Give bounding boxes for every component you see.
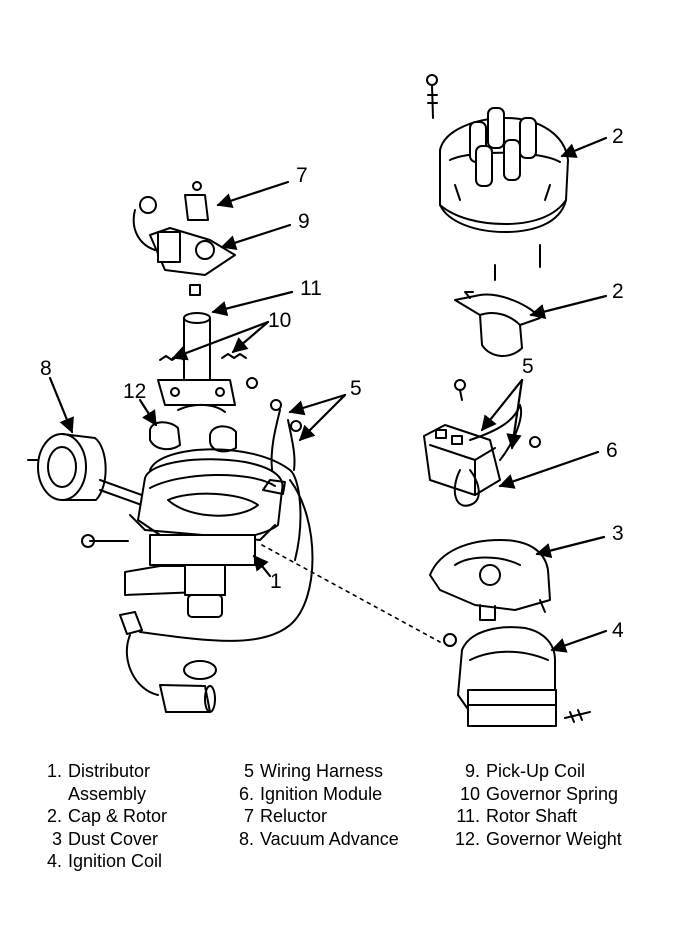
legend-item-11: 11. Rotor Shaft [450, 805, 622, 828]
ignition-module-illustration [423, 379, 541, 507]
legend-label: Ignition Module [260, 783, 383, 804]
legend-item-12: 12. Governor Weight [450, 828, 622, 851]
rotor-illustration [454, 291, 541, 357]
legend-number: 4. [46, 851, 62, 871]
legend-item-8: 8. Vacuum Advance [238, 828, 399, 851]
dust-cover-illustration [429, 539, 551, 621]
callout-7: 7 [296, 164, 308, 187]
wiring-harness-illustration [119, 399, 314, 713]
legend-number: 10 [459, 783, 480, 804]
legend-column-2: 5 Wiring Harness 6. Ignition Module 7 Reluc… [238, 760, 399, 850]
vacuum-advance-illustration [27, 433, 151, 509]
callout-8: 8 [40, 357, 52, 380]
legend-item-4: 4. Ignition Coil [42, 850, 167, 873]
legend-label: Reluctor [260, 806, 328, 826]
legend-column-3: 9. Pick-Up Coil 10 Governor Spring 11. Roto… [450, 760, 622, 850]
callout-9: 9 [298, 210, 310, 233]
rotor-shaft-illustration [157, 312, 236, 413]
callout-10: 10 [268, 309, 291, 332]
legend-number: 3 [51, 828, 62, 849]
legend-item-2: 2. Cap & Rotor [42, 805, 167, 828]
callout-12: 12 [123, 380, 146, 403]
ignition-coil-illustration [443, 626, 591, 727]
legend-number: 8. [238, 828, 254, 849]
legend-label: Ignition Coil [68, 851, 163, 871]
legend-item-9: 9. Pick-Up Coil [450, 760, 622, 783]
callout-4: 4 [612, 619, 624, 642]
legend-item-3: 3 Dust Cover [42, 828, 167, 851]
legend-label: Wiring Harness [260, 761, 384, 781]
callout-6: 6 [606, 439, 618, 462]
legend-label: Dust Cover [68, 828, 159, 849]
callout-5-left: 5 [350, 377, 362, 400]
legend-number: 2. [46, 806, 62, 826]
legend-label: Governor Weight [486, 828, 622, 849]
legend-column-1: 1. Distributor Assembly 2. Cap & Rotor 3 Du… [42, 760, 167, 873]
pickup-coil-illustration [132, 181, 236, 296]
legend-item-1: 1. Distributor Assembly [42, 760, 167, 805]
legend-item-5: 5 Wiring Harness [238, 760, 399, 783]
legend-label-continued: Assembly [68, 783, 147, 804]
legend-label: Governor Spring [486, 783, 619, 804]
legend-number: 1. [46, 761, 62, 781]
distributor-housing-illustration [81, 448, 302, 618]
legend-number: 9. [464, 761, 480, 781]
governor-parts-illustration [149, 353, 258, 453]
legend-item-6: 6. Ignition Module [238, 783, 399, 806]
legend-number: 11. [456, 806, 480, 826]
legend-number: 6. [238, 783, 254, 804]
callout-1: 1 [270, 570, 282, 593]
callout-2-rotor: 2 [612, 280, 624, 303]
callout-5-right: 5 [522, 355, 534, 378]
legend-number: 7 [243, 806, 254, 826]
callout-3: 3 [612, 522, 624, 545]
legend-item-7: 7 Reluctor [238, 805, 399, 828]
distributor-cap-illustration [426, 74, 569, 281]
legend-item-10: 10 Governor Spring [450, 783, 622, 806]
legend-label: Distributor [68, 761, 151, 781]
callout-numbers: 7 9 11 10 8 12 5 1 2 2 5 6 3 4 [40, 125, 624, 642]
legend-label: Pick-Up Coil [486, 761, 586, 781]
legend-label: Cap & Rotor [68, 806, 168, 826]
legend-number: 12. [454, 828, 480, 849]
legend-label: Vacuum Advance [260, 828, 399, 849]
callout-11: 11 [300, 277, 322, 300]
legend-number: 5 [243, 761, 254, 781]
assembly-dashed-line [261, 544, 441, 643]
callout-2-cap: 2 [612, 125, 624, 148]
callout-leaders [48, 136, 608, 653]
legend-label: Rotor Shaft [486, 806, 578, 826]
